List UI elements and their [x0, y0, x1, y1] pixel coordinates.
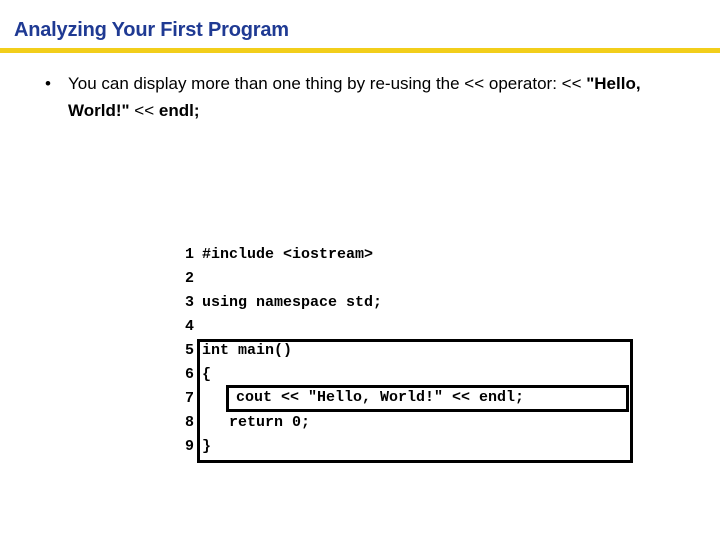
- code-line-text: int main(): [202, 342, 293, 359]
- code-line: 8 return 0;: [176, 411, 517, 435]
- bullet-text-segment-3: <<: [129, 101, 159, 120]
- bullet-list: • You can display more than one thing by…: [38, 70, 688, 124]
- code-listing: 1 #include <iostream> 2 3 using namespace st…: [176, 243, 517, 459]
- code-line-number: 6: [184, 366, 194, 383]
- bullet-text-code-string: "Hello, World!": [68, 74, 641, 120]
- bullet-text-code-endl: endl;: [158, 101, 200, 120]
- code-line-number: 1: [184, 246, 194, 263]
- code-line: 6{: [176, 363, 517, 387]
- page-title: Analyzing Your First Program: [14, 19, 289, 41]
- code-line: 9}: [176, 435, 517, 459]
- cout-statement-highlight-text: cout << "Hello, World!" << endl;: [236, 389, 525, 406]
- title-divider: [0, 48, 720, 53]
- code-line-text: return 0;: [202, 414, 311, 431]
- code-line: 3 using namespace std;: [176, 291, 517, 315]
- code-line-text: using namespace std;: [202, 294, 383, 311]
- code-line-text: #include <iostream>: [202, 246, 374, 263]
- code-line-number: 2: [184, 270, 194, 287]
- code-line-number: 3: [184, 294, 194, 311]
- code-line-number: 9: [184, 438, 194, 455]
- list-item: • You can display more than one thing by…: [38, 70, 688, 124]
- bullet-text-segment-2: operator: <<: [488, 74, 587, 93]
- code-line-text: [198, 267, 202, 291]
- code-line-text: {: [202, 366, 212, 383]
- code-line: 4: [176, 315, 517, 339]
- code-line-number: 7: [184, 390, 194, 407]
- code-line-number: 8: [184, 414, 194, 431]
- bullet-text-segment-1: You can display more than one thing by r…: [68, 74, 489, 93]
- code-line-number: 4: [184, 318, 194, 335]
- code-line-number: 5: [184, 342, 194, 359]
- code-line-text: [198, 315, 202, 339]
- bullet-marker-icon: •: [45, 74, 51, 93]
- code-line: 5 int main(): [176, 339, 517, 363]
- code-line: 2: [176, 267, 517, 291]
- code-line-text: }: [202, 438, 212, 455]
- bullet-item-text: You can display more than one thing by r…: [68, 70, 688, 124]
- code-line: 1 #include <iostream>: [176, 243, 517, 267]
